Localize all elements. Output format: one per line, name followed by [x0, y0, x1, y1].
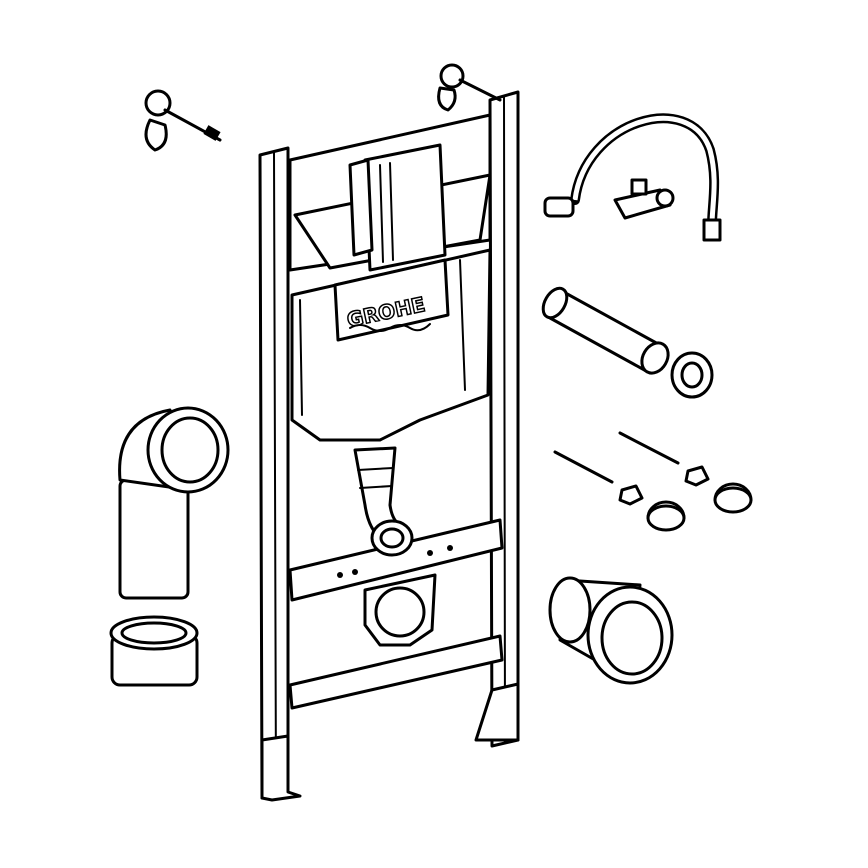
wall-bracket-left — [144, 89, 222, 152]
mounting-frame — [258, 90, 520, 802]
wall-bracket-right — [437, 63, 502, 112]
outlet-bracket — [363, 573, 437, 647]
flush-pipe — [353, 446, 414, 557]
connection-pipe — [541, 286, 670, 375]
outlet-sleeve — [548, 576, 674, 685]
water-hose — [543, 113, 722, 242]
mounting-bolts — [553, 431, 753, 532]
drain-bend — [118, 406, 230, 600]
seal-ring — [670, 351, 714, 399]
cistern: GROHE — [288, 113, 492, 442]
logo-plate — [333, 258, 450, 342]
flush-actuator-box — [363, 143, 447, 272]
sealing-cap — [109, 615, 199, 687]
